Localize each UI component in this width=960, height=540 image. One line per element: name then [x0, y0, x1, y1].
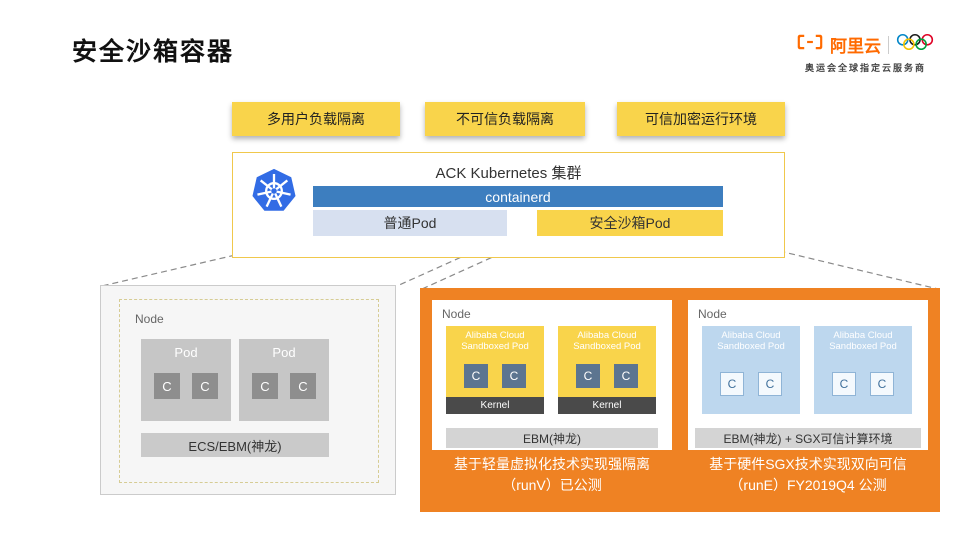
container-row: C C — [558, 364, 656, 388]
containerd-bar: containerd — [313, 186, 723, 207]
logo-tagline: 奥运会全球指定云服务商 — [804, 63, 926, 73]
caption-line: 基于轻量虚拟化技术实现强隔离 — [454, 456, 650, 472]
container-box: C — [192, 373, 218, 399]
container-box: C — [870, 372, 894, 396]
node-label: Node — [135, 312, 164, 326]
container-box: C — [502, 364, 526, 388]
feature-chip-multiuser-isolation: 多用户负载隔离 — [232, 102, 400, 136]
sandboxed-pod: Alibaba Cloud Sandboxed Pod C C — [702, 326, 800, 414]
kernel-bar: Kernel — [446, 397, 544, 414]
ebm-sgx-bar: EBM(神龙) + SGX可信计算环境 — [695, 428, 921, 448]
sandbox-pod-bar: 安全沙箱Pod — [537, 210, 723, 236]
pod-box: Pod C C — [239, 339, 329, 421]
container-box: C — [154, 373, 180, 399]
rune-caption: 基于硬件SGX技术实现双向可信 （runE）FY2019Q4 公测 — [676, 454, 940, 496]
logo-divider — [888, 35, 889, 54]
runv-node-panel: Node Alibaba Cloud Sandboxed Pod C C Ker… — [432, 300, 672, 450]
container-box: C — [464, 364, 488, 388]
node-dashed-area: Node — [119, 299, 379, 483]
rune-node-panel: Node Alibaba Cloud Sandboxed Pod C C Ali… — [688, 300, 928, 450]
pod-box: Pod C C — [141, 339, 231, 421]
olympic-rings-icon — [896, 33, 934, 56]
container-row: C C — [141, 373, 231, 399]
container-box: C — [720, 372, 744, 396]
sandboxed-pod-label: Alibaba Cloud Sandboxed Pod — [461, 330, 529, 352]
runv-caption: 基于轻量虚拟化技术实现强隔离 （runV）已公测 — [420, 454, 684, 496]
ack-cluster-box: ACK Kubernetes 集群 containerd 普通Pod 安全沙箱P… — [232, 152, 785, 258]
node-label: Node — [698, 307, 727, 321]
sandboxed-pod: Alibaba Cloud Sandboxed Pod C C Kernel — [558, 326, 656, 414]
pod-label: Pod — [174, 345, 198, 360]
container-row: C C — [239, 373, 329, 399]
sandboxed-pod-label: Alibaba Cloud Sandboxed Pod — [829, 330, 897, 352]
normal-node-box: Node Pod C C Pod C C ECS/EBM(神龙) — [100, 285, 396, 495]
caption-line: 基于硬件SGX技术实现双向可信 — [709, 456, 907, 472]
sandboxed-pod: Alibaba Cloud Sandboxed Pod C C — [814, 326, 912, 414]
alibaba-cloud-logo: 阿里云 奥运会全球指定云服务商 — [797, 32, 934, 74]
kernel-bar: Kernel — [558, 397, 656, 414]
container-box: C — [290, 373, 316, 399]
sandboxed-pod-label: Alibaba Cloud Sandboxed Pod — [717, 330, 785, 352]
sandbox-section: Node Alibaba Cloud Sandboxed Pod C C Ker… — [420, 288, 940, 512]
cluster-title: ACK Kubernetes 集群 — [435, 165, 582, 182]
feature-chip-untrusted-isolation: 不可信负载隔离 — [425, 102, 585, 136]
container-box: C — [614, 364, 638, 388]
container-row: C C — [702, 372, 800, 396]
kubernetes-icon — [251, 168, 297, 214]
page-title: 安全沙箱容器 — [72, 38, 235, 66]
container-box: C — [832, 372, 856, 396]
feature-chip-trusted-encryption: 可信加密运行环境 — [617, 102, 785, 136]
node-label: Node — [442, 307, 471, 321]
ecs-ebm-bar: ECS/EBM(神龙) — [141, 433, 329, 457]
caption-line: （runV）已公测 — [502, 477, 602, 493]
alibaba-cloud-icon — [797, 33, 823, 56]
sandboxed-pod-label: Alibaba Cloud Sandboxed Pod — [573, 330, 641, 352]
ebm-bar: EBM(神龙) — [446, 428, 658, 448]
container-box: C — [252, 373, 278, 399]
container-box: C — [576, 364, 600, 388]
container-row: C C — [814, 372, 912, 396]
logo-row: 阿里云 — [797, 32, 934, 57]
caption-line: （runE）FY2019Q4 公测 — [729, 477, 887, 493]
brand-name: 阿里云 — [830, 37, 881, 56]
container-box: C — [758, 372, 782, 396]
pod-label: Pod — [272, 345, 296, 360]
normal-pod-bar: 普通Pod — [313, 210, 507, 236]
container-row: C C — [446, 364, 544, 388]
sandboxed-pod: Alibaba Cloud Sandboxed Pod C C Kernel — [446, 326, 544, 414]
